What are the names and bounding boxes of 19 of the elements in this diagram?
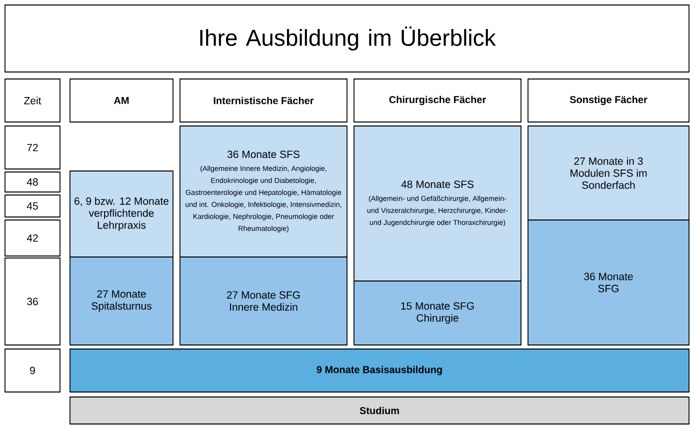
training-block: 27 Monate Spitalsturnus [70,256,174,346]
training-block: 6, 9 bzw. 12 Monate verpflichtende Lehrpraxis [70,170,174,258]
training-block: 36 Monate SFG [528,220,690,346]
time-cell: 48 [4,172,60,192]
time-cell: 42 [4,220,60,256]
time-header-cell: Zeit [4,78,60,122]
column-header: Chirurgische Fächer [354,78,522,122]
training-block: 27 Monate SFG Innere Medizin [180,256,348,346]
title-box: Ihre Ausbildung im Überblick [4,4,690,72]
time-cell: 9 [4,348,60,392]
time-cell: 72 [4,126,60,170]
time-cell: 45 [4,194,60,218]
study-bar: Studium [70,396,690,424]
training-block: 15 Monate SFG Chirurgie [354,280,522,346]
training-block: 27 Monate in 3 Modulen SFS im Sonderfach [528,126,690,220]
column-header: Sonstige Fächer [528,78,690,122]
column-header: AM [70,78,174,122]
basis-bar: 9 Monate Basisausbildung [70,348,690,392]
column-header: Internistische Fächer [180,78,348,122]
